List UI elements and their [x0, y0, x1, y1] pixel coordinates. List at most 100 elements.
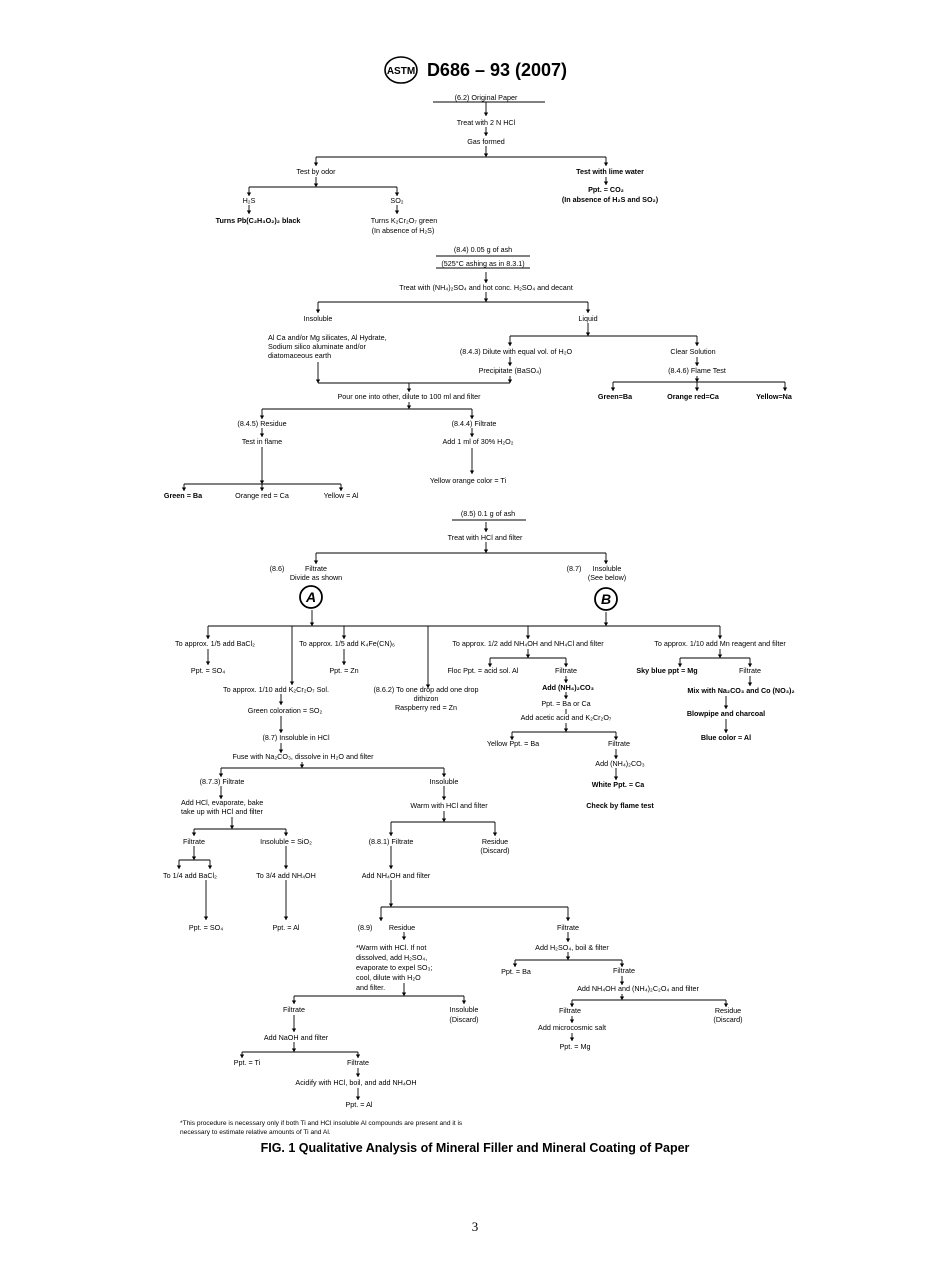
flow-node: Add HCl, evaporate, bake — [181, 798, 263, 807]
arrowhead — [278, 749, 284, 753]
arrowhead — [394, 210, 400, 214]
flow-node: Ppt. = Ti — [234, 1058, 261, 1067]
flow-node: Sodium silico aluminate and/or — [268, 342, 366, 351]
flow-node: To approx. 1/5 add K₄Fe(CN)₆ — [299, 639, 395, 648]
arrowhead — [355, 1054, 361, 1058]
figure-caption: FIG. 1 Qualitative Analysis of Mineral F… — [260, 1141, 690, 1155]
flow-node: (8.4.6) Flame Test — [668, 366, 726, 375]
flow-node: Blue color = Al — [701, 733, 751, 742]
flow-node: Filtrate — [559, 1006, 581, 1015]
flow-node: Fuse with Na₂CO₃, dissolve in H₂O and fi… — [232, 752, 374, 761]
arrowhead — [313, 183, 319, 187]
footnote-line: *This procedure is necessary only if bot… — [180, 1120, 463, 1127]
arrowhead — [563, 679, 569, 683]
flow-node: Filtrate — [283, 1005, 305, 1014]
arrowhead — [283, 865, 289, 869]
arrowhead — [507, 342, 513, 346]
arrowhead — [246, 192, 252, 196]
flow-node: Ppt. = Al — [346, 1100, 373, 1109]
flow-node: Filtrate — [739, 666, 761, 675]
flow-node: (Discard) — [713, 1015, 742, 1024]
flow-node: evaporate to expel SO₃; — [356, 963, 432, 972]
arrowhead — [441, 818, 447, 822]
flow-node: Add (NH₄)₂CO₃ — [542, 683, 594, 692]
flow-node: Ppt. = Zn — [329, 666, 358, 675]
flow-node: Pour one into other, dilute to 100 ml an… — [337, 392, 481, 401]
flow-node: Divide as shown — [290, 573, 342, 582]
arrowhead — [176, 865, 182, 869]
arrowhead — [299, 764, 305, 768]
arrowhead — [492, 832, 498, 836]
flow-node: Filtrate — [557, 923, 579, 932]
arrowhead — [603, 162, 609, 166]
flow-node: Mix with Na₂CO₃ and Co (NO₃)₂ — [687, 686, 794, 695]
flow-node: Insoluble — [430, 777, 459, 786]
arrowhead — [723, 705, 729, 709]
flow-node: (Discard) — [480, 846, 509, 855]
flow-node: (8.7) — [567, 564, 582, 573]
flow-node: Precipitate (BaSO₄) — [479, 366, 542, 375]
arrowhead — [723, 1003, 729, 1007]
arrowhead — [782, 387, 788, 391]
flow-node: (8.8.1) Filtrate — [369, 837, 414, 846]
arrowhead — [569, 1003, 575, 1007]
flow-node: (8.4.3) Dilute with equal vol. of H₂O — [460, 347, 573, 356]
flow-node: Test in flame — [242, 437, 282, 446]
flow-node: dissolved, add H₂SO₄, — [356, 953, 427, 962]
flow-node: Ppt. = Al — [273, 923, 300, 932]
page-number: 3 — [471, 1219, 479, 1234]
flow-node: Insoluble = SiO₂ — [260, 837, 312, 846]
flow-node: Add H₂SO₄, boil & filter — [535, 943, 609, 952]
flow-node: To approx. 1/2 add NH₄OH and NH₄Cl and f… — [452, 639, 604, 648]
arrowhead — [191, 856, 197, 860]
arrowhead — [259, 487, 265, 491]
arrowhead — [283, 832, 289, 836]
arrowhead — [610, 387, 616, 391]
astm-logo: ASTM — [384, 56, 418, 84]
circle-a: A — [299, 585, 323, 609]
arrowhead — [469, 415, 475, 419]
flow-node: To approx. 1/10 add Mn reagent and filte… — [654, 639, 786, 648]
arrowhead — [613, 736, 619, 740]
flow-node: Yellow orange color = Ti — [430, 476, 507, 485]
flow-node: Ppt. = Mg — [560, 1042, 591, 1051]
arrowhead — [619, 963, 625, 967]
flow-node: take up with HCl and filter — [181, 807, 264, 816]
flow-node: Liquid — [578, 314, 597, 323]
flow-node: Ppt. = Ba or Ca — [541, 699, 590, 708]
svg-text:B: B — [601, 591, 611, 607]
arrowhead — [401, 992, 407, 996]
arrowhead — [747, 682, 753, 686]
arrowhead — [469, 470, 475, 474]
arrowhead — [483, 112, 489, 116]
footnote-line: necessary to estimate relative amounts o… — [180, 1129, 331, 1136]
flow-node: Filtrate — [305, 564, 327, 573]
flow-node: Orange red = Ca — [235, 491, 289, 500]
arrowhead — [483, 279, 489, 283]
flow-node: Turns K₂Cr₂O₇ green — [371, 216, 438, 225]
arrowhead — [229, 825, 235, 829]
flow-node: (8.9) — [358, 923, 373, 932]
footnote: *This procedure is necessary only if bot… — [180, 1119, 600, 1137]
arrowhead — [441, 796, 447, 800]
flow-node: *Warm with HCl. If not — [356, 943, 426, 952]
svg-text:ASTM: ASTM — [387, 66, 415, 77]
arrowhead — [613, 755, 619, 759]
flow-node: Add microcosmic salt — [538, 1023, 606, 1032]
arrowhead — [313, 560, 319, 564]
flow-node: Green = Ba — [164, 491, 203, 500]
arrowhead — [291, 1000, 297, 1004]
arrowhead — [309, 622, 315, 626]
arrowhead — [677, 663, 683, 667]
arrowhead — [512, 963, 518, 967]
arrowhead — [207, 865, 213, 869]
flow-node: Floc Ppt. = acid sol. Al — [448, 666, 519, 675]
flow-node: Insoluble — [450, 1005, 479, 1014]
arrowhead — [694, 378, 700, 382]
arrowhead — [218, 773, 224, 777]
arrowhead — [483, 153, 489, 157]
arrowhead — [246, 210, 252, 214]
flow-node: Filtrate — [555, 666, 577, 675]
flow-node: Insoluble — [304, 314, 333, 323]
flow-node: White Ppt. = Ca — [592, 780, 646, 789]
